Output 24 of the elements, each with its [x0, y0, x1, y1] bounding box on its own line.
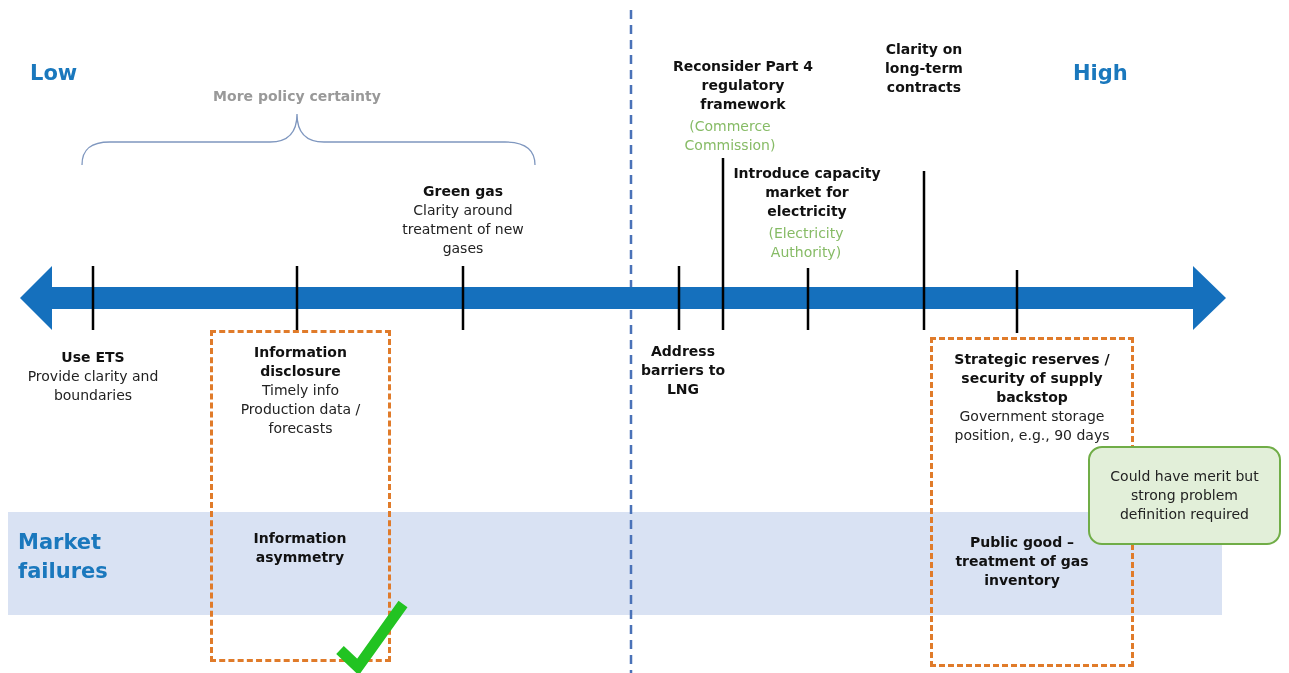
- item-text: Provide clarity and boundaries: [26, 367, 160, 405]
- item-title: Use ETS: [60, 348, 126, 367]
- item-title: Introduce capacity market for electricity: [732, 164, 882, 221]
- brace-label: More policy certainty: [212, 87, 382, 106]
- item-title: Address barriers to LNG: [640, 342, 726, 399]
- box-text: Timely info: [260, 381, 341, 400]
- item-title: Information asymmetry: [252, 529, 348, 567]
- box-heading: Information disclosure: [253, 343, 348, 381]
- callout-text: Could have merit but strong problem definition required: [1109, 467, 1260, 524]
- agency-note: (Commerce Commission): [683, 117, 777, 155]
- agency-note: (Electricity Authority): [767, 224, 845, 262]
- item-text: Clarity around treatment of new gases: [401, 201, 525, 258]
- dashed-box: [210, 330, 391, 662]
- item-title: Green gas: [422, 182, 504, 201]
- box-text: Government storage position, e.g., 90 days: [953, 407, 1111, 445]
- callout-box: [1088, 446, 1281, 545]
- band-title: Market failures: [18, 529, 109, 585]
- box-text: Production data / forecasts: [239, 400, 362, 438]
- item-title: Clarity on long-term contracts: [884, 40, 964, 97]
- scale-label: High: [1073, 60, 1129, 86]
- item-title: Reconsider Part 4 regulatory framework: [671, 57, 815, 114]
- box-heading: Strategic reserves / security of supply backstop: [953, 350, 1111, 407]
- scale-label: Low: [30, 60, 79, 86]
- item-title: Public good – treatment of gas inventory: [954, 533, 1090, 590]
